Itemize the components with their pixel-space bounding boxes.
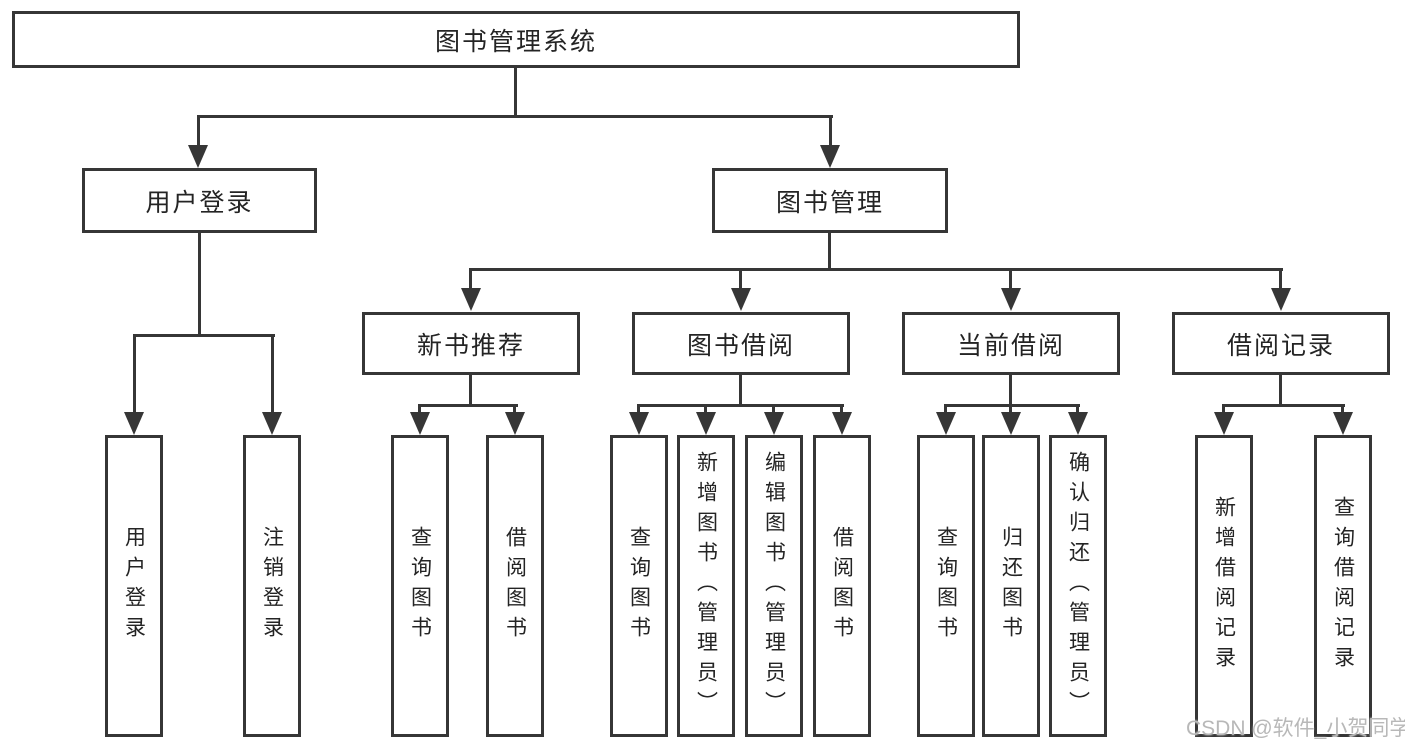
leaf-query-books-recommend: 查询图书 [391,435,449,737]
arrow-down-icon [124,412,144,435]
connector-line-v [133,334,136,414]
node-label: 编辑图书（管理员） [762,451,786,721]
node-label: 新书推荐 [416,331,525,360]
connector-line-v [418,404,421,414]
arrow-down-icon [1271,288,1291,311]
leaf-borrow-books-recommend: 借阅图书 [486,435,544,737]
node-current-borrowing: 当前借阅 [902,312,1120,375]
arrow-down-icon [1068,412,1088,435]
connector-line-v [469,268,472,290]
leaf-confirm-return-admin: 确认归还（管理员） [1049,435,1107,737]
connector-line-v [772,404,775,414]
watermark: CSDN @软件_小贺同学 [1186,717,1405,740]
node-label: 借阅记录 [1226,331,1335,360]
connector-line-h [637,404,844,407]
leaf-add-book-admin: 新增图书（管理员） [677,435,735,737]
arrow-down-icon [188,145,208,168]
connector-line-v [513,404,516,414]
arrow-down-icon [696,412,716,435]
arrow-down-icon [832,412,852,435]
node-label: 新增借阅记录 [1212,496,1236,676]
node-book-management: 图书管理 [712,168,948,233]
node-book-borrowing: 图书借阅 [632,312,850,375]
connector-line-v [828,233,831,271]
connector-line-h [197,115,833,118]
arrow-down-icon [629,412,649,435]
node-label: 查询图书 [408,526,432,646]
arrow-down-icon [1001,412,1021,435]
leaf-edit-book-admin: 编辑图书（管理员） [745,435,803,737]
connector-line-v [271,334,274,414]
node-label: 查询图书 [934,526,958,646]
arrow-down-icon [262,412,282,435]
connector-line-h [469,268,1283,271]
connector-line-v [1009,268,1012,290]
connector-line-h [133,334,275,337]
connector-line-v [1341,404,1344,414]
node-label: 用户登录 [122,526,146,646]
arrow-down-icon [505,412,525,435]
node-library-management-system: 图书管理系统 [12,11,1020,68]
leaf-query-books-borrowing: 查询图书 [610,435,668,737]
connector-line-v [514,68,517,117]
connector-line-v [944,404,947,414]
connector-line-v [1076,404,1079,414]
connector-line-v [1222,404,1225,414]
arrow-down-icon [1333,412,1353,435]
connector-line-v [469,375,472,407]
connector-line-v [1279,375,1282,407]
arrow-down-icon [1214,412,1234,435]
node-label: 注销登录 [260,526,284,646]
arrow-down-icon [461,288,481,311]
connector-line-h [944,404,1080,407]
connector-line-v [1009,404,1012,414]
leaf-return-book: 归还图书 [982,435,1040,737]
connector-line-h [418,404,518,407]
connector-line-v [637,404,640,414]
arrow-down-icon [731,288,751,311]
leaf-query-books-current: 查询图书 [917,435,975,737]
connector-line-v [1279,268,1282,290]
node-label: 图书管理系统 [434,27,597,56]
node-user-login: 用户登录 [82,168,317,233]
connector-line-v [704,404,707,414]
arrow-down-icon [936,412,956,435]
node-label: 借阅图书 [503,526,527,646]
arrow-down-icon [410,412,430,435]
arrow-down-icon [764,412,784,435]
node-label: 查询图书 [627,526,651,646]
connector-line-v [829,115,832,147]
leaf-borrow-books-borrowing: 借阅图书 [813,435,871,737]
leaf-user-login: 用户登录 [105,435,163,737]
connector-line-v [739,375,742,407]
node-label: 借阅图书 [830,526,854,646]
leaf-logout: 注销登录 [243,435,301,737]
node-label: 新增图书（管理员） [694,451,718,721]
node-label: 图书管理 [775,188,884,217]
connector-line-v [198,233,201,337]
connector-line-v [1009,375,1012,407]
node-label: 确认归还（管理员） [1066,451,1090,721]
node-new-book-recommend: 新书推荐 [362,312,580,375]
connector-line-v [739,268,742,290]
connector-line-h [1222,404,1345,407]
connector-line-v [197,115,200,147]
node-borrowing-records: 借阅记录 [1172,312,1390,375]
node-label: 查询借阅记录 [1331,496,1355,676]
node-label: 归还图书 [999,526,1023,646]
arrow-down-icon [1001,288,1021,311]
leaf-query-borrow-record: 查询借阅记录 [1314,435,1372,737]
node-label: 当前借阅 [956,331,1065,360]
node-label: 用户登录 [145,188,254,217]
connector-line-v [840,404,843,414]
node-label: 图书借阅 [686,331,795,360]
leaf-add-borrow-record: 新增借阅记录 [1195,435,1253,737]
arrow-down-icon [820,145,840,168]
